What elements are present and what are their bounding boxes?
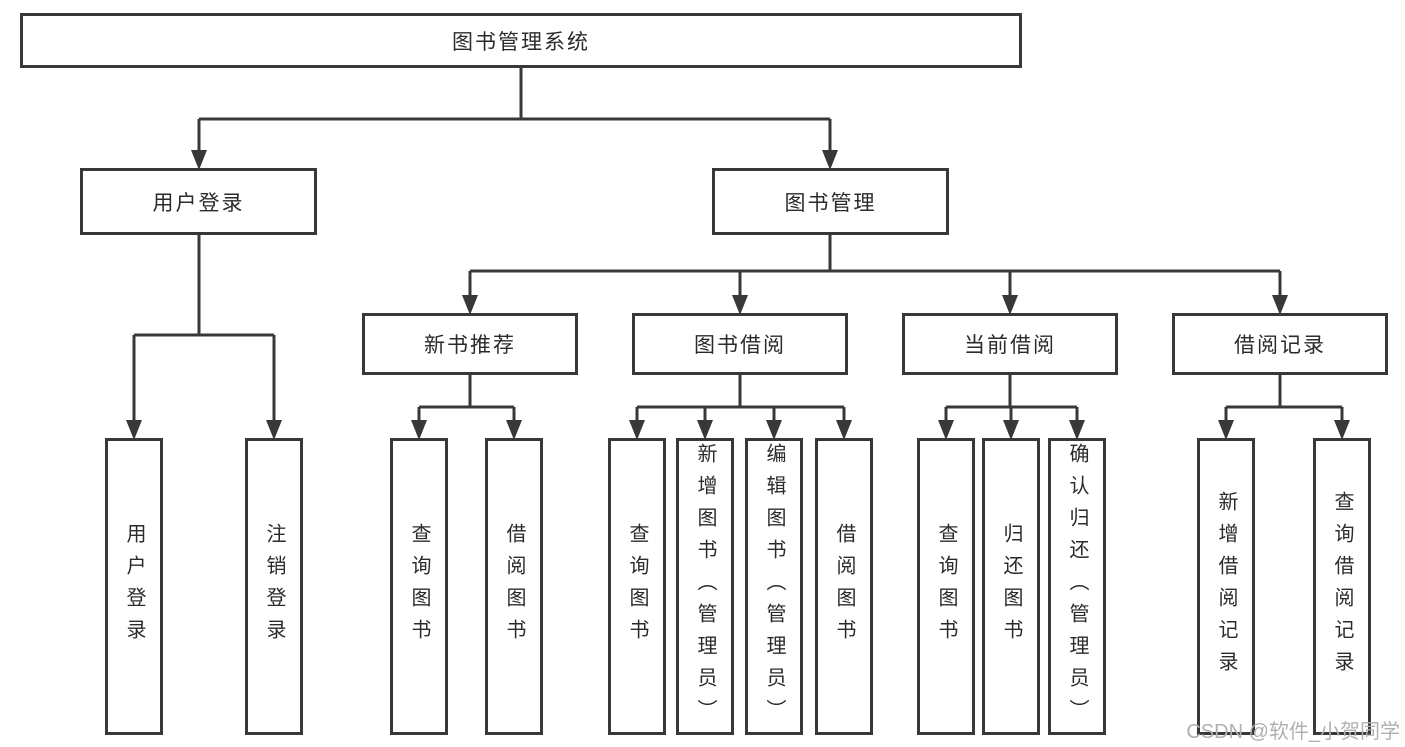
node-label: 注销登录 <box>263 522 285 651</box>
arrow-down-icon <box>836 420 852 440</box>
arrow-down-icon <box>938 420 954 440</box>
leaf-query-books-current: 查询图书 <box>917 438 975 735</box>
node-label: 用户登录 <box>152 191 245 215</box>
connector-bookmgmt-to-level3 <box>468 235 1282 297</box>
leaf-query-books-borrow: 查询图书 <box>608 438 666 735</box>
connector-currentborrow-to-leaves <box>944 375 1079 422</box>
leaf-query-borrow-record: 查询借阅记录 <box>1313 438 1371 735</box>
node-book-management: 图书管理 <box>712 168 949 235</box>
node-new-book-recommend: 新书推荐 <box>362 313 578 375</box>
node-label: 编辑图书（管理员） <box>763 442 785 731</box>
arrow-down-icon <box>506 420 522 440</box>
arrow-down-icon <box>1272 295 1288 315</box>
leaf-edit-book-admin: 编辑图书（管理员） <box>745 438 803 735</box>
connector-newbook-to-leaves <box>417 375 516 422</box>
node-root-library-system: 图书管理系统 <box>20 13 1022 68</box>
node-label: 图书借阅 <box>694 334 786 357</box>
node-label: 查询图书 <box>626 522 648 651</box>
leaf-borrow-books-newbook: 借阅图书 <box>485 438 543 735</box>
connector-record-to-leaves <box>1224 375 1344 422</box>
arrow-down-icon <box>411 420 427 440</box>
arrow-down-icon <box>191 150 207 170</box>
node-current-borrowing: 当前借阅 <box>902 313 1118 375</box>
leaf-confirm-return-admin: 确认归还（管理员） <box>1048 438 1106 735</box>
node-label: 借阅记录 <box>1234 334 1326 357</box>
arrow-down-icon <box>766 420 782 440</box>
arrow-down-icon <box>1218 420 1234 440</box>
node-book-borrowing: 图书借阅 <box>632 313 848 375</box>
node-label: 用户登录 <box>123 522 145 651</box>
node-label: 借阅图书 <box>833 522 855 651</box>
arrow-down-icon <box>732 295 748 315</box>
arrow-down-icon <box>462 295 478 315</box>
node-borrowing-records: 借阅记录 <box>1172 313 1388 375</box>
leaf-add-borrow-record: 新增借阅记录 <box>1197 438 1255 735</box>
arrow-down-icon <box>1069 420 1085 440</box>
leaf-borrow-books-borrow: 借阅图书 <box>815 438 873 735</box>
node-label: 查询图书 <box>408 522 430 651</box>
arrow-down-icon <box>266 420 282 440</box>
leaf-logout: 注销登录 <box>245 438 303 735</box>
csdn-watermark: CSDN @软件_小贺同学 <box>1186 721 1400 743</box>
arrow-down-icon <box>697 420 713 440</box>
leaf-user-login: 用户登录 <box>105 438 163 735</box>
leaf-query-books-newbook: 查询图书 <box>390 438 448 735</box>
connector-bookborrow-to-leaves <box>635 375 846 422</box>
arrow-down-icon <box>1002 295 1018 315</box>
arrow-down-icon <box>822 150 838 170</box>
node-label: 新增图书（管理员） <box>694 442 716 731</box>
node-label: 图书管理 <box>784 191 877 215</box>
node-label: 归还图书 <box>1000 522 1022 651</box>
arrow-down-icon <box>1003 420 1019 440</box>
leaf-add-book-admin: 新增图书（管理员） <box>676 438 734 735</box>
connector-root-to-level2 <box>197 68 832 152</box>
node-label: 图书管理系统 <box>452 30 590 54</box>
arrow-down-icon <box>1334 420 1350 440</box>
node-label: 查询借阅记录 <box>1331 490 1353 683</box>
arrow-down-icon <box>126 420 142 440</box>
node-label: 当前借阅 <box>964 334 1056 357</box>
node-label: 新增借阅记录 <box>1215 490 1237 683</box>
node-label: 新书推荐 <box>424 334 516 357</box>
node-label: 确认归还（管理员） <box>1066 442 1088 731</box>
leaf-return-book: 归还图书 <box>982 438 1040 735</box>
arrow-down-icon <box>629 420 645 440</box>
connector-userlogin-to-leaves <box>132 235 276 422</box>
node-label: 查询图书 <box>935 522 957 651</box>
node-user-login: 用户登录 <box>80 168 317 235</box>
node-label: 借阅图书 <box>503 522 525 651</box>
